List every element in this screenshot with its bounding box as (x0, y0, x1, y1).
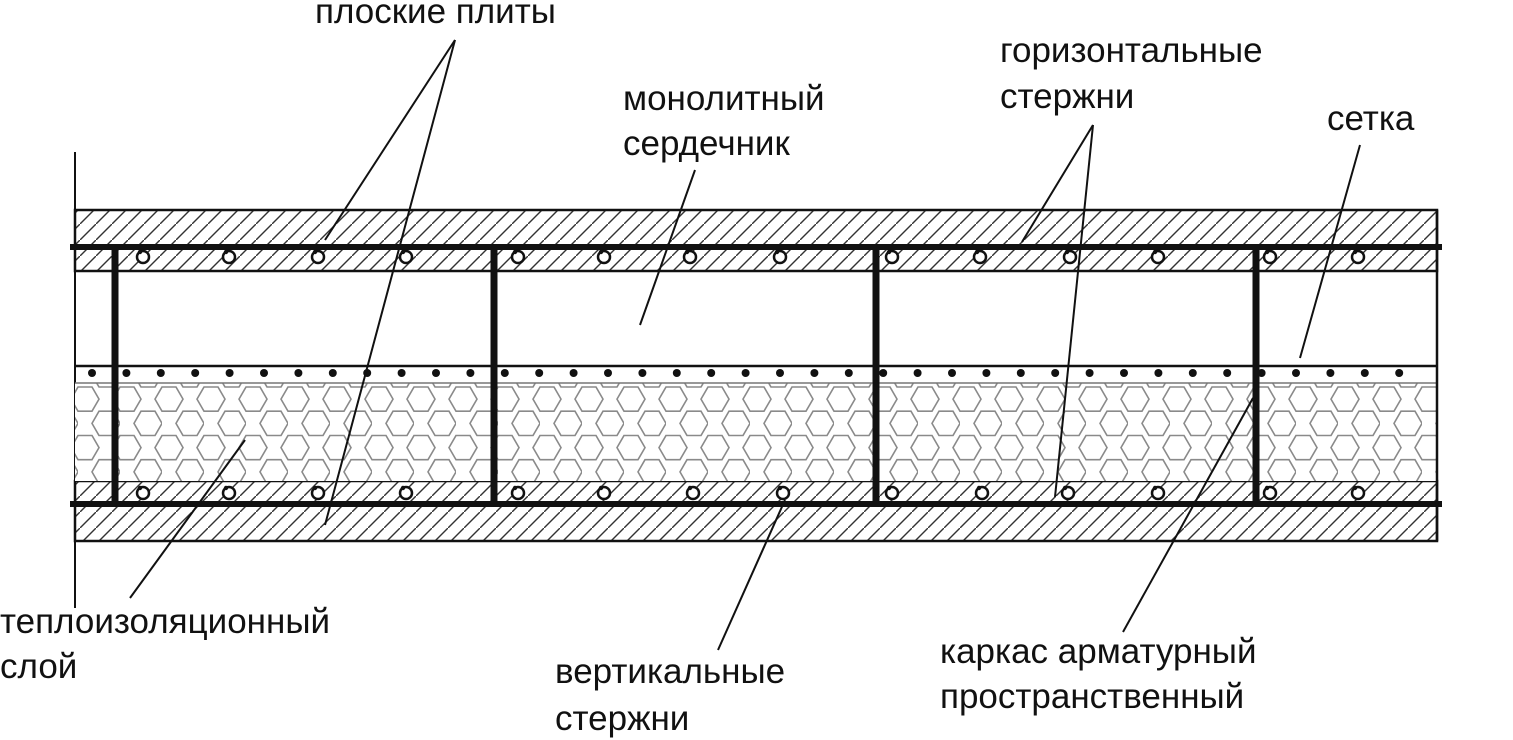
mesh-dot (225, 369, 234, 377)
mesh-dot (260, 369, 268, 377)
mesh-dot (776, 369, 784, 377)
mesh-dot (191, 369, 200, 377)
mesh-dot (500, 369, 509, 377)
leader-lines (129, 39, 1361, 651)
label-insulation-line2: слой (0, 647, 77, 686)
mesh-dot (913, 369, 922, 377)
mesh-dot (466, 369, 475, 377)
horizontal-rod (884, 249, 900, 265)
label-horizontal-rods-line2: стержни (1000, 77, 1134, 116)
horizontal-rod (398, 249, 414, 265)
horizontal-rod (221, 249, 237, 265)
label-insulation-line1: теплоизоляционный (0, 602, 330, 641)
mesh-dot (1292, 369, 1300, 377)
mesh-dot (672, 369, 681, 377)
mesh-dot (1326, 369, 1335, 377)
mesh-dot (294, 369, 303, 377)
mesh-dot (844, 369, 853, 377)
mesh-dot (741, 369, 750, 377)
horizontal-rod (685, 485, 701, 501)
insulation-layer (75, 383, 1437, 481)
horizontal-rod (398, 485, 414, 501)
horizontal-rod (974, 485, 990, 501)
horizontal-rods-top (135, 249, 1366, 265)
mesh-dot (879, 369, 888, 377)
horizontal-rod (1350, 485, 1366, 501)
mesh-dot (88, 369, 96, 377)
mesh-dot (569, 369, 578, 377)
mesh-dot (948, 369, 956, 377)
horizontal-rod (310, 485, 326, 501)
horizontal-rod (1060, 485, 1076, 501)
horizontal-rod (1062, 249, 1078, 265)
horizontal-rods-bottom (135, 485, 1366, 501)
horizontal-rod (682, 249, 698, 265)
leader-flat-plates-top (324, 39, 456, 241)
leader-vertical-rods (717, 499, 786, 651)
label-horizontal-rods-line1: горизонтальные (1000, 31, 1263, 70)
mesh-dot (432, 369, 440, 377)
leader-mesh (1299, 144, 1361, 359)
mesh-dot (122, 369, 131, 377)
mesh-dot (1223, 369, 1232, 377)
horizontal-rod (775, 485, 791, 501)
mesh-dot (1395, 369, 1404, 377)
leader-monolithic-core (639, 169, 696, 326)
horizontal-rod (596, 485, 612, 501)
horizontal-rod (1262, 485, 1278, 501)
leader-horizontal-rods-top (1021, 124, 1094, 243)
labels: плоские плиты монолитный сердечник гориз… (0, 0, 1415, 738)
mesh-dot (535, 369, 544, 377)
mesh-dot (397, 369, 406, 377)
top-flat-plate (70, 208, 1442, 273)
mesh-dots (88, 369, 1404, 377)
horizontal-rod (1350, 249, 1366, 265)
mesh-dot (1016, 369, 1025, 377)
horizontal-rod (135, 485, 151, 501)
mesh-dot (1188, 369, 1197, 377)
leader-flat-plates-bottom (324, 39, 456, 526)
horizontal-rod (596, 249, 612, 265)
label-monolithic-core-line2: сердечник (623, 124, 790, 163)
mesh-dot (982, 369, 991, 377)
mesh-dot (1085, 369, 1094, 377)
mesh-dot (1154, 369, 1163, 377)
leader-insulation (129, 439, 246, 599)
horizontal-rod (1150, 249, 1166, 265)
horizontal-rod (884, 485, 900, 501)
mesh-dot (1120, 369, 1128, 377)
mesh-dot (1257, 369, 1266, 377)
vertical-rods (111, 250, 1260, 502)
horizontal-rod (510, 249, 526, 265)
horizontal-rod (972, 249, 988, 265)
horizontal-rod (221, 485, 237, 501)
mesh-dot (604, 369, 612, 377)
mesh-dot (328, 369, 337, 377)
horizontal-rod (510, 485, 526, 501)
mesh-dot (156, 369, 165, 377)
label-monolithic-core-line1: монолитный (623, 79, 825, 118)
mesh-dot (1051, 369, 1060, 377)
horizontal-rod (135, 249, 151, 265)
bottom-flat-plate (70, 479, 1442, 543)
mesh-dot (638, 369, 647, 377)
mesh-dot (707, 369, 716, 377)
leader-horizontal-rods-bottom (1054, 124, 1094, 498)
mesh-dot (1360, 369, 1369, 377)
mesh-dot (810, 369, 819, 377)
label-frame-line1: каркас арматурный (940, 632, 1257, 671)
horizontal-rod (1262, 249, 1278, 265)
label-frame-line2: пространственный (940, 677, 1244, 716)
label-mesh: сетка (1327, 99, 1415, 138)
label-flat-plates: плоские плиты (315, 0, 556, 31)
label-vertical-rods-line2: стержни (555, 699, 689, 738)
label-vertical-rods-line1: вертикальные (555, 652, 785, 691)
horizontal-rod (1150, 485, 1166, 501)
leader-frame (1122, 397, 1254, 633)
horizontal-rod (310, 249, 326, 265)
horizontal-rod (772, 249, 788, 265)
